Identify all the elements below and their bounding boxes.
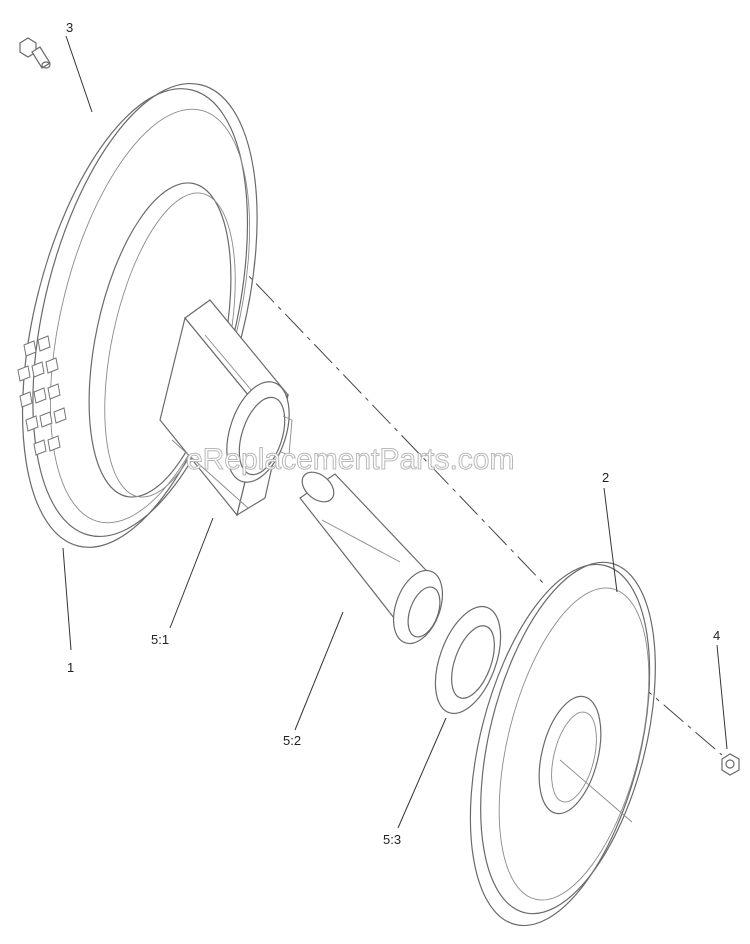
leader-5-2 xyxy=(294,611,344,731)
bolt xyxy=(19,37,51,69)
watermark-text: eReplacementParts.com xyxy=(186,443,514,476)
callout-5-1: 5:1 xyxy=(151,632,169,647)
leader-4 xyxy=(716,644,728,750)
hub xyxy=(159,299,293,517)
callout-4: 4 xyxy=(713,628,720,643)
assembly-axis-right xyxy=(599,649,723,756)
leader-2 xyxy=(603,487,618,593)
bearing-ring xyxy=(434,605,502,715)
callout-1: 1 xyxy=(67,660,74,675)
leader-1 xyxy=(62,547,72,651)
leader-5-1 xyxy=(169,517,214,629)
wheel-rim xyxy=(469,561,656,927)
spacer-tube xyxy=(299,471,444,645)
callout-5-2: 5:2 xyxy=(283,733,301,748)
tire-tread xyxy=(17,335,67,456)
callout-2: 2 xyxy=(602,470,609,485)
callout-5-3: 5:3 xyxy=(383,832,401,847)
nut xyxy=(721,753,740,776)
leader-3 xyxy=(65,35,93,113)
leader-5-3 xyxy=(397,717,447,829)
callout-3: 3 xyxy=(66,20,73,35)
